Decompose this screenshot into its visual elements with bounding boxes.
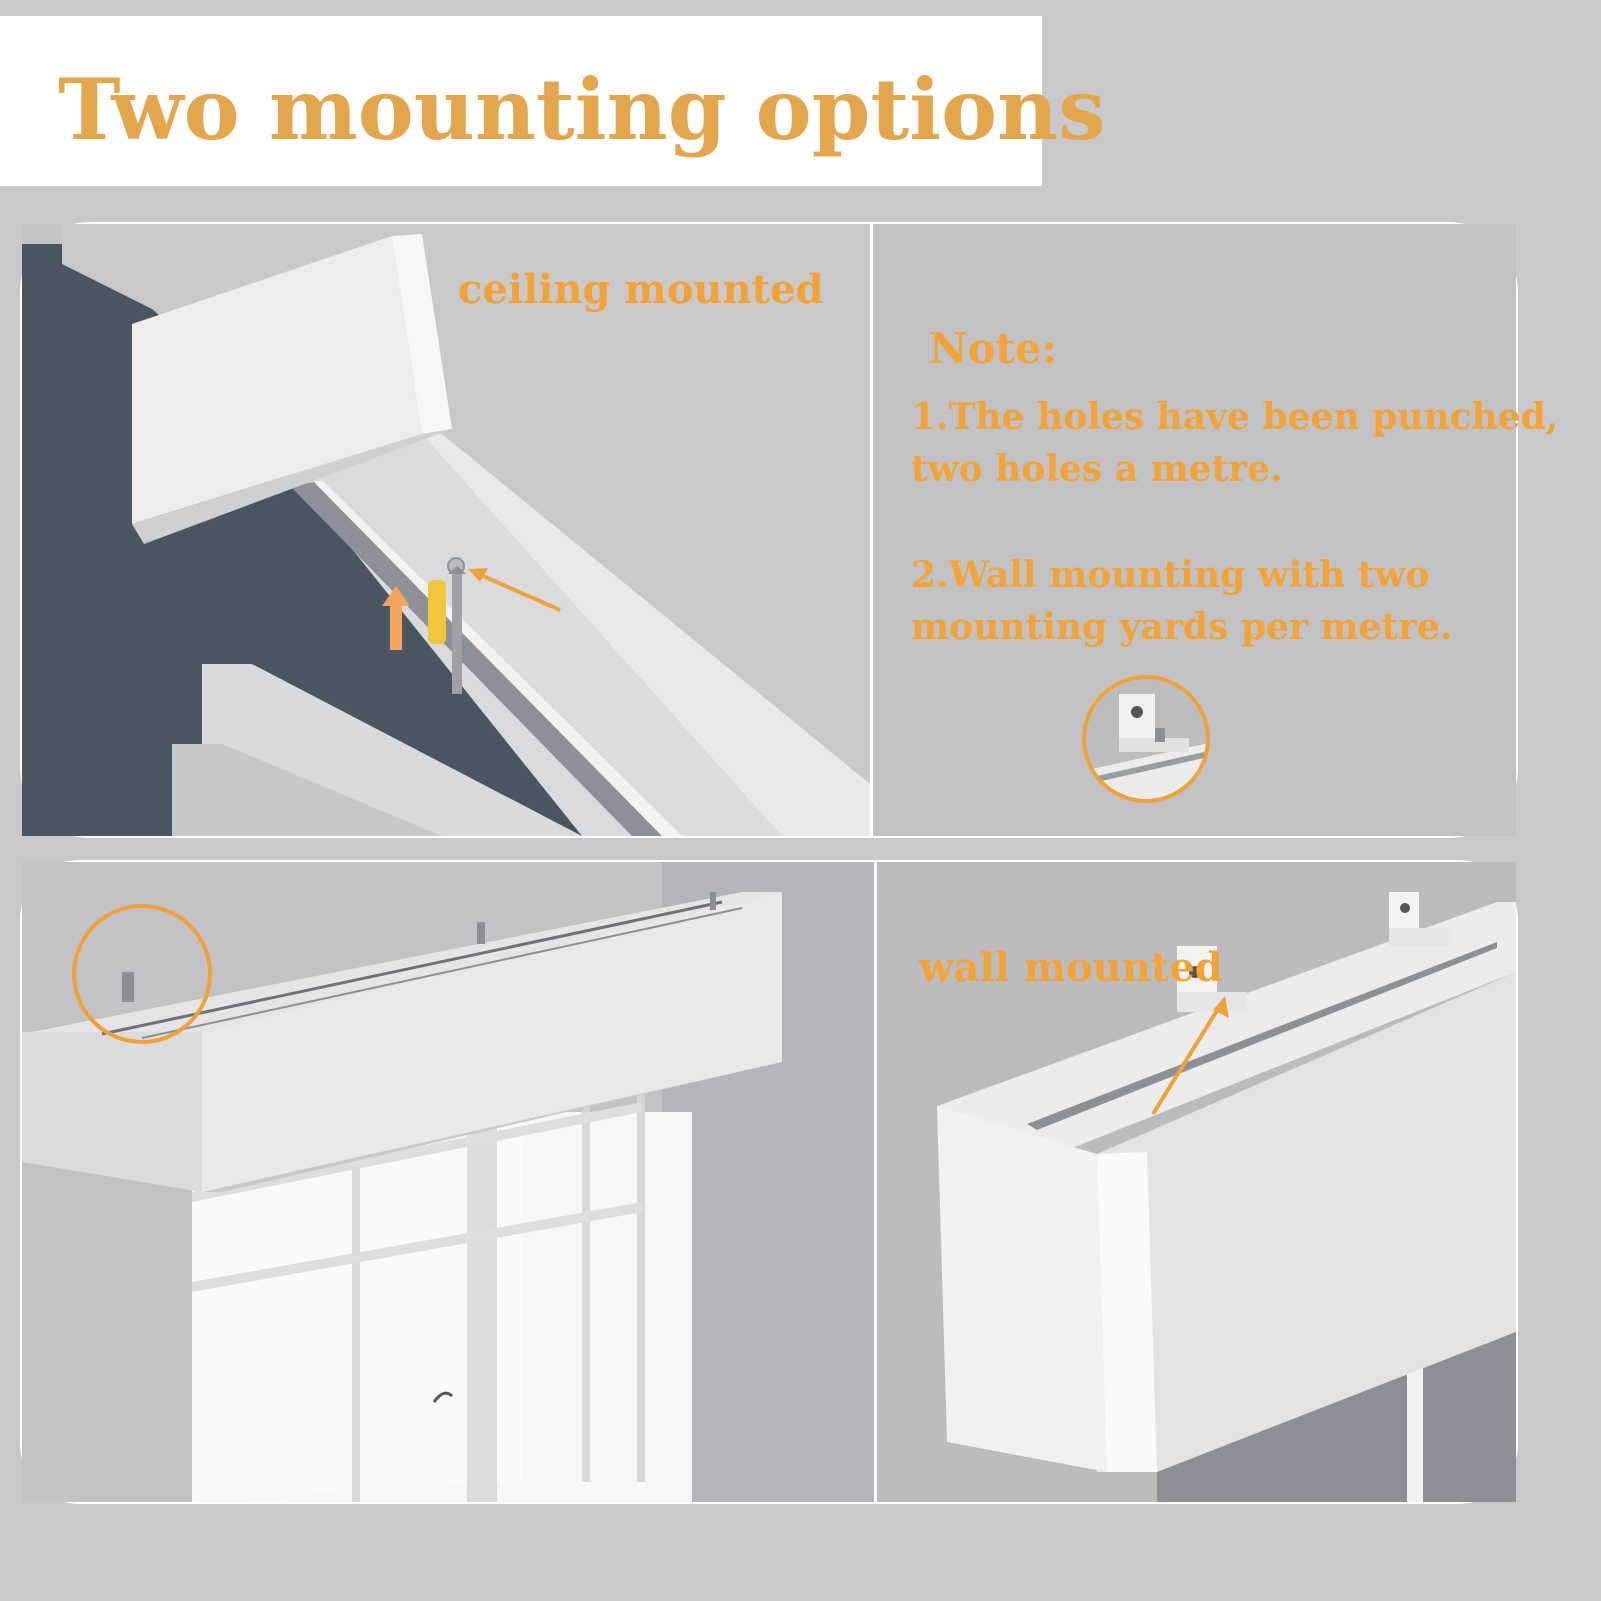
note-line-2a: 2.Wall mounting with two: [911, 554, 1430, 596]
ceiling-mounted-label: ceiling mounted: [458, 266, 824, 313]
wall-mounted-label: wall mounted: [919, 944, 1223, 991]
page-title: Two mounting options: [58, 60, 1106, 159]
ceiling-mount-illustration: [22, 224, 870, 836]
ceiling-mount-photo: ceiling mounted: [22, 224, 870, 836]
title-banner: Two mounting options: [0, 16, 1106, 186]
wall-mount-photo: wall mounted: [877, 862, 1516, 1502]
bottom-divider: [874, 862, 877, 1502]
room-mount-photo: [22, 862, 874, 1502]
note-line-2b: mounting yards per metre.: [911, 606, 1453, 648]
note-panel: Note: 1.The holes have been punched, two…: [873, 224, 1558, 836]
room-mount-illustration: [22, 862, 874, 1502]
top-panel-row: ceiling mounted Note: 1.The holes have b…: [20, 222, 1558, 838]
note-line-1a: 1.The holes have been punched,: [911, 396, 1559, 438]
bottom-panel-row: wall mounted: [20, 860, 1518, 1504]
bracket-icon: [1082, 675, 1210, 803]
wall-mount-illustration: [877, 862, 1516, 1502]
note-line-1b: two holes a metre.: [911, 448, 1283, 490]
top-divider: [870, 224, 873, 836]
note-heading: Note:: [929, 324, 1058, 373]
